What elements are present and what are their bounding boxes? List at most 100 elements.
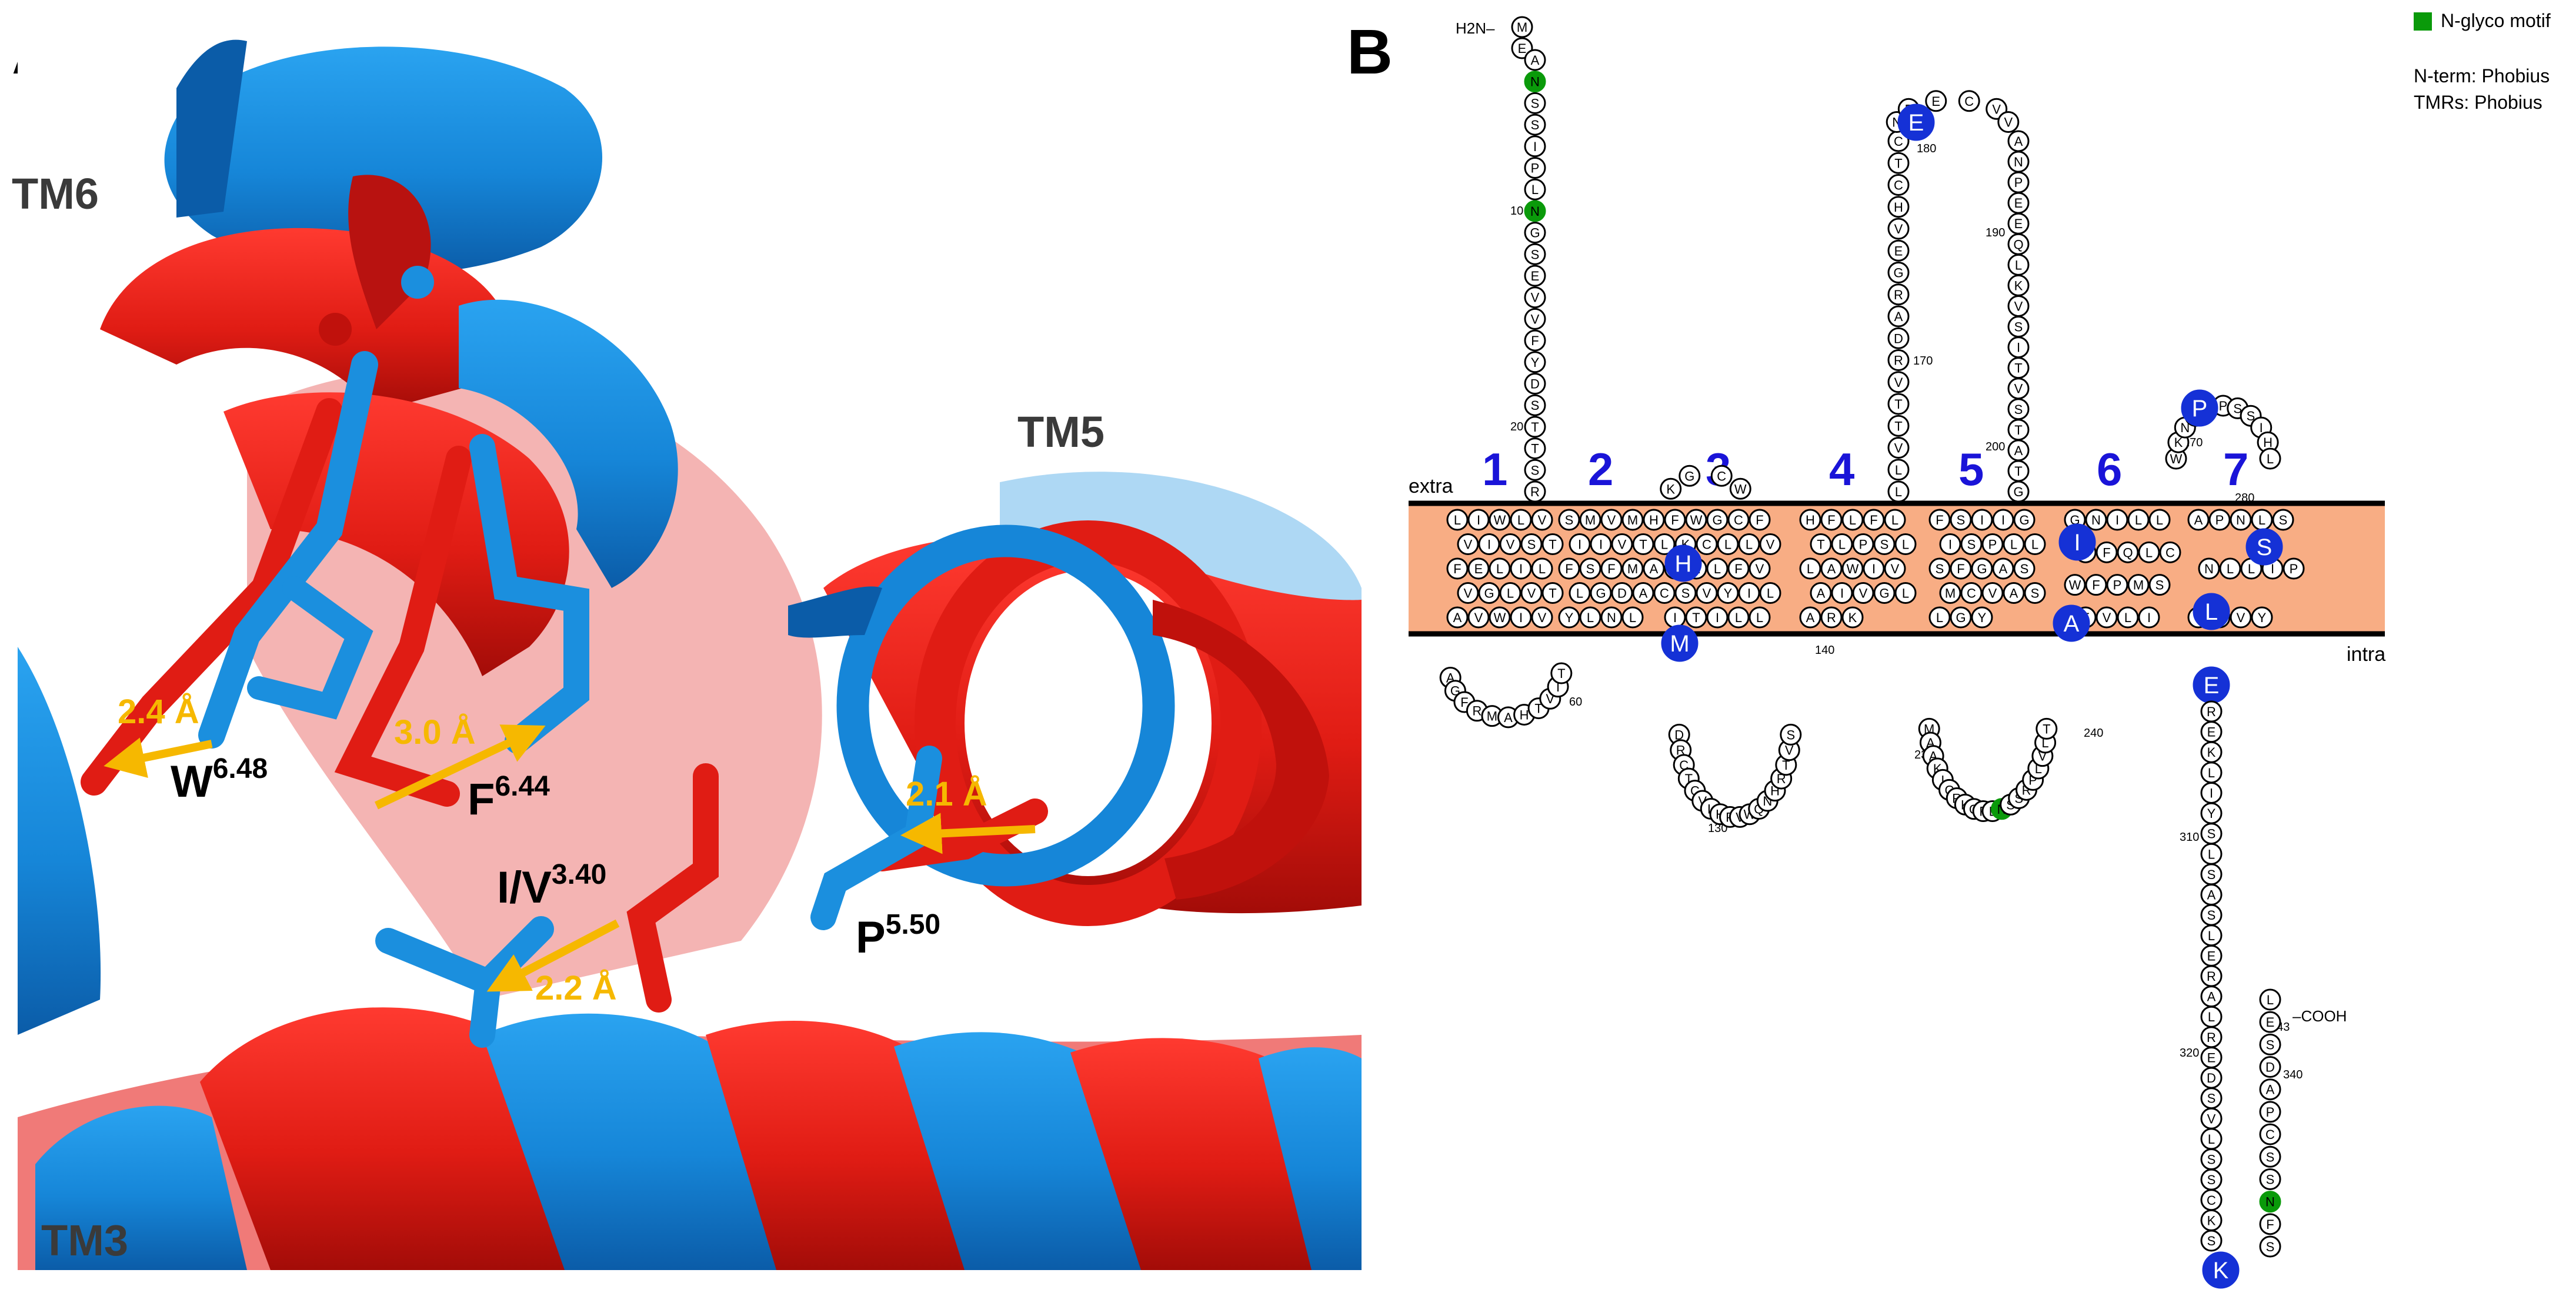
residue-letter: L [1724, 537, 1731, 552]
residue-letter: F [1607, 562, 1615, 576]
residue-circle [1960, 582, 1983, 604]
tm5-red-band [1153, 600, 1329, 900]
residue-letter: L [2267, 993, 2274, 1007]
tm3-red-3 [1070, 1038, 1323, 1270]
residue-letter: A [1639, 586, 1648, 601]
residue-circle [1799, 509, 1821, 531]
residue-circle [2251, 606, 2273, 629]
residue-circle [1887, 459, 1910, 481]
residue-letter: S [2266, 1037, 2275, 1052]
residue-circle [1524, 113, 1546, 136]
residue-circle [2138, 541, 2160, 563]
residue-letter: A [2194, 513, 2203, 527]
residue-letter: T [1894, 419, 1902, 433]
residue-circle [1717, 582, 1739, 604]
residue-letter: P [2219, 399, 2228, 413]
residue-circle [1674, 582, 1697, 604]
residue-circle [1600, 509, 1623, 531]
glyco-swatch [2414, 12, 2432, 31]
residue-circle [1831, 582, 1853, 604]
residue-letter: K [2213, 1258, 2229, 1284]
residue-circle [1810, 533, 1832, 555]
residue-circle [1706, 509, 1729, 531]
residue-letter: M [1585, 513, 1596, 527]
residue-circle [1524, 71, 1546, 93]
residue-letter: P [2266, 1105, 2275, 1120]
residue-letter: I [1673, 610, 1677, 625]
residue-circle [2106, 574, 2128, 596]
residue-letter: S [2207, 1152, 2216, 1167]
residue-letter: L [1735, 610, 1742, 625]
blue-atom [401, 266, 434, 299]
residue-circle [1679, 465, 1701, 487]
residue-circle [1531, 557, 1553, 580]
residue-circle [1653, 582, 1676, 604]
residue-letter: I [1487, 537, 1491, 552]
p550-red-stick [869, 798, 1048, 871]
residue-iv340-name: I/V [497, 863, 552, 913]
residue-letter: M [1670, 631, 1689, 657]
residue-letter: E [2207, 1050, 2216, 1065]
residue-letter: S [1957, 513, 1966, 527]
residue-letter: G [1712, 513, 1722, 527]
residue-letter: D [1617, 586, 1627, 601]
residue-circle [2259, 1168, 2281, 1190]
tm3-blue-3 [894, 1032, 1141, 1270]
residue-circle [2259, 1011, 2281, 1033]
residue-circle [1579, 509, 1601, 531]
residue-circle [1467, 606, 1490, 629]
residue-circle [1524, 157, 1546, 179]
tm6-blue-helix-top [164, 46, 603, 275]
residue-number: 340 [2283, 1068, 2303, 1081]
highlighted-residue [1664, 544, 1702, 582]
residue-circle [1510, 606, 1532, 629]
residue-letter: S [2266, 1150, 2275, 1164]
residue-letter: I [1948, 537, 1952, 552]
residue-circle [1524, 286, 1546, 309]
residue-circle [1621, 509, 1644, 531]
residue-letter: L [2208, 928, 2215, 943]
residue-letter: V [1766, 537, 1775, 552]
residue-letter: L [2205, 599, 2218, 625]
residue-letter: G [1893, 266, 1903, 280]
residue-number: 10 [1510, 205, 1523, 218]
residue-letter: S [1527, 537, 1536, 552]
residue-circle [1467, 557, 1490, 580]
residue-letter: A [2266, 1083, 2275, 1097]
residue-circle [1727, 606, 1750, 629]
residue-letter: A [2010, 586, 2018, 601]
residue-letter: V [2207, 1111, 2216, 1126]
residue-letter: I [1519, 562, 1523, 576]
residue-p550: P5.50 [856, 909, 940, 963]
residue-w648-number: 6.48 [213, 753, 268, 784]
residue-circle [2106, 509, 2128, 531]
residue-number-labels: 10 20 60 130 140 170 180 190 200 230 240… [1510, 142, 2303, 1081]
residue-letter: I [1941, 773, 1944, 787]
residue-letter: K [1848, 610, 1857, 625]
residue-circle [1887, 415, 1910, 437]
residue-circle [1971, 509, 1993, 531]
residue-letter: F [1453, 562, 1461, 576]
arrow-f644 [375, 724, 546, 810]
residue-letter: L [2010, 537, 2017, 552]
residue-circle [1863, 557, 1885, 580]
residue-letter: L [2267, 452, 2274, 466]
residue-circle [1660, 477, 1682, 500]
residue-letter: T [1531, 420, 1539, 435]
residue-letter: C [1702, 537, 1711, 552]
residue-letter: T [1549, 537, 1556, 552]
residue-circle [1579, 557, 1601, 580]
residue-letter: N [2204, 562, 2214, 576]
residue-letter: R [1894, 288, 1903, 302]
residue-circle [1738, 533, 1760, 555]
residue-letter: L [1576, 586, 1583, 601]
residue-circle [1524, 178, 1546, 201]
residue-circle [1799, 557, 1821, 580]
residue-letter: T [1639, 537, 1647, 552]
residue-f644-name: F [468, 774, 495, 824]
residue-letter: I [1840, 586, 1844, 601]
w648-blue-ring [247, 576, 373, 720]
residue-letter: Y [2207, 806, 2216, 821]
residue-letter: L [1746, 537, 1753, 552]
residue-letter: G [2019, 513, 2029, 527]
